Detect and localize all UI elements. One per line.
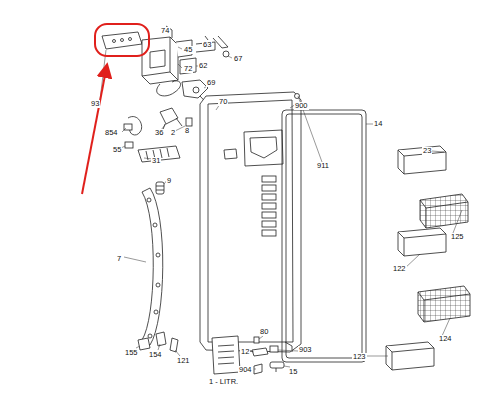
callout-number: 12 xyxy=(240,348,250,356)
callout-number: 900 xyxy=(294,102,309,110)
callout-number: 70 xyxy=(218,98,228,106)
dispenser-button xyxy=(262,203,276,209)
highlight-ring xyxy=(95,24,149,56)
callout-number: 36 xyxy=(154,129,164,137)
callout-number: 1 - LITR. xyxy=(208,378,239,386)
callout-number: 854 xyxy=(104,129,119,137)
handle-brackets xyxy=(138,332,178,352)
callout-number: 124 xyxy=(438,335,453,343)
callout-number: 93 xyxy=(90,100,100,108)
dispenser-button xyxy=(262,176,276,182)
callout-number: 154 xyxy=(148,351,163,359)
callout-number: 911 xyxy=(316,162,330,170)
callout-number: 23 xyxy=(422,147,432,155)
callout-number: 123 xyxy=(352,353,367,361)
callout-number: 62 xyxy=(198,62,208,70)
dispenser-button xyxy=(262,221,276,227)
callout-number: 125 xyxy=(450,233,465,241)
callout-number: 122 xyxy=(392,265,407,273)
callout-number: 15 xyxy=(288,368,298,376)
control-panel xyxy=(102,32,142,49)
callout-number: 903 xyxy=(298,346,313,354)
wire-baskets xyxy=(418,194,470,322)
callout-number: 904 xyxy=(238,366,253,374)
callout-number: 74 xyxy=(160,27,170,35)
callout-number: 45 xyxy=(183,46,193,54)
highlight-arrow xyxy=(82,70,106,194)
callout-number: 55 xyxy=(112,146,122,154)
leader-lines xyxy=(100,31,462,369)
callout-number: 69 xyxy=(206,79,216,87)
wire-harness xyxy=(124,108,192,148)
callout-number: 14 xyxy=(373,120,383,128)
hinge-parts xyxy=(252,337,284,374)
callout-number: 121 xyxy=(176,357,191,365)
callout-number: 8 xyxy=(184,127,190,135)
callout-number: 9 xyxy=(166,177,172,185)
callout-number: 72 xyxy=(183,65,193,73)
callout-number: 31 xyxy=(151,157,161,165)
dispenser-buttons xyxy=(262,176,276,236)
callout-number: 7 xyxy=(116,255,122,263)
callout-number: 67 xyxy=(233,55,243,63)
dispenser-button xyxy=(262,194,276,200)
door-gasket xyxy=(282,110,366,362)
callout-number: 155 xyxy=(124,349,139,357)
dispenser-button xyxy=(262,230,276,236)
callout-number: 63 xyxy=(202,41,212,49)
callout-number: 2 xyxy=(170,129,176,137)
dispenser-button xyxy=(262,212,276,218)
callout-number: 80 xyxy=(259,328,269,336)
dispenser-button xyxy=(262,185,276,191)
door-handle xyxy=(142,188,163,345)
door-bins xyxy=(386,146,446,370)
spring xyxy=(156,182,164,194)
literature-booklet xyxy=(212,336,240,374)
